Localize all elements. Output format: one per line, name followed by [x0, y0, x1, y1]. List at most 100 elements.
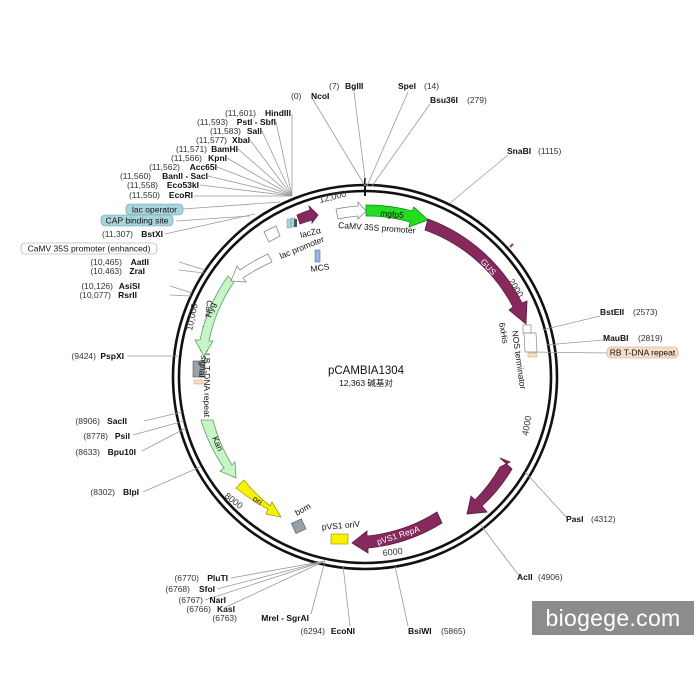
site-sali: SalI: [247, 126, 262, 136]
site-pos: (6770): [174, 573, 199, 583]
site-econi: EcoNI: [331, 626, 355, 636]
lb-label: LB T-DNA repeat: [202, 353, 212, 418]
mgfp5-arrow: [365, 204, 429, 228]
site-bglii: BglII: [345, 81, 363, 91]
site-ncoi: NcoI: [311, 91, 329, 101]
site-pos: (8302): [90, 487, 115, 497]
site-pos: (11,307): [102, 229, 133, 239]
site-pos: (8906): [75, 416, 100, 426]
site-acli: AclI: [517, 572, 533, 582]
sites-right: (7) BglII SpeI (14) Bsu36I (279) SnaBI (…: [329, 81, 663, 636]
lac-operator-label: lac operator: [132, 205, 177, 215]
site-asisi: AsiSI: [119, 281, 140, 291]
site-pos: (2573): [633, 307, 658, 317]
site-pasi: PasI: [566, 514, 584, 524]
site-bamhi: BamHI: [211, 144, 238, 154]
site-zrai: ZraI: [129, 266, 145, 276]
pvs1-staa-arrow: [466, 457, 513, 515]
site-bsu36i: Bsu36I: [430, 95, 458, 105]
camv-enhanced-arrow: [230, 253, 273, 283]
site-pos: (10,126): [81, 281, 113, 291]
site-pos: (1115): [538, 146, 561, 156]
site-pos: (14): [424, 81, 439, 91]
site-pos: (11,558): [127, 180, 158, 190]
site-pos: (10,465): [90, 257, 122, 267]
ori-arrow: [235, 479, 282, 518]
site-pos: (2819): [638, 333, 663, 343]
lb-mark: [193, 379, 204, 385]
site-maubi: MauBI: [603, 333, 629, 343]
tick-4000: 4000: [520, 415, 533, 436]
hyg-arrow: [194, 275, 235, 357]
sites-left: (0) NcoI HindIII (11,601) PstI - SbfI (1…: [71, 91, 355, 636]
backbone-outer: [171, 183, 559, 571]
his-label: 6xHis: [497, 322, 511, 345]
tick-6000: 6000: [382, 546, 403, 558]
pvs1-oriv-box: [330, 533, 349, 545]
mcs-box: [314, 249, 321, 263]
cap-site-box: [100, 214, 174, 227]
pvs1-repa-label: pVS1 RepA: [376, 524, 422, 547]
site-pos: (11,601): [225, 108, 256, 118]
camv35s-arrow: [335, 200, 367, 220]
cap-site-label: CAP binding site: [106, 216, 169, 226]
site-blpi: BlpI: [123, 487, 139, 497]
site-pos: (5865): [441, 626, 466, 636]
nos-arrow: [523, 332, 538, 353]
rb-repeat-mark: [527, 352, 538, 358]
site-aatii: AatII: [131, 257, 149, 267]
site-bsteii: BstEII: [600, 307, 624, 317]
camv-enhanced-box: [20, 242, 158, 255]
site-pos: (11,562): [149, 162, 180, 172]
site-pos: (10,463): [90, 266, 122, 276]
site-pos: (11,593): [197, 117, 228, 127]
watermark: biogege.com: [532, 601, 694, 635]
mcs-mark-dark: [294, 219, 297, 227]
site-sfoi: SfoI: [199, 584, 215, 594]
site-pos: (11,550): [129, 190, 160, 200]
site-pos: (8778): [83, 431, 108, 441]
site-kasi: KasI: [217, 604, 235, 614]
polya-box: [192, 360, 206, 378]
site-kpni: KpnI: [208, 153, 227, 163]
site-bsiwi: BsiWI: [408, 626, 432, 636]
site-banii-saci: BanII - SacI: [162, 171, 208, 181]
boxed-labels: lac operator CAP binding site CaMV 35S p…: [20, 203, 679, 359]
site-pos: (6766): [186, 604, 211, 614]
site-pos: (6767): [178, 595, 203, 605]
plasmid-name: pCAMBIA1304: [328, 365, 405, 377]
site-snabi: SnaBI: [507, 146, 531, 156]
camv-enhanced-label: CaMV 35S promoter (enhanced): [28, 244, 151, 254]
site-pspxi: PspXI: [100, 351, 124, 361]
site-bstxi: BstXI: [141, 229, 163, 239]
site-rsrii: RsrII: [118, 290, 137, 300]
bom-label: bom: [293, 501, 312, 518]
site-ecori: EcoRI: [169, 190, 193, 200]
site-psii: PsiI: [115, 431, 130, 441]
site-pluti: PluTI: [207, 573, 228, 583]
site-nari: NarI: [209, 595, 226, 605]
pvs1-repa-arrow: [351, 511, 443, 554]
bom-box: [290, 518, 307, 534]
plasmid-size: 12,363 碱基对: [339, 378, 393, 388]
site-pos: (11,583): [210, 126, 241, 136]
site-hindiii: HindIII: [265, 108, 291, 118]
hyg-label: Hyg: [203, 301, 217, 319]
site-pos: (8633): [75, 447, 100, 457]
site-pos: (6763): [212, 613, 237, 623]
lac-promoter-arrow: [263, 225, 281, 243]
site-spei: SpeI: [398, 81, 416, 91]
rb-repeat-label: RB T-DNA repeat: [610, 348, 676, 358]
gus-arrow: [424, 218, 528, 325]
site-xbai: XbaI: [232, 135, 250, 145]
site-pos: (11,571): [176, 144, 207, 154]
lacza-label: lacZα: [299, 225, 322, 240]
site-eco53ki: Eco53kI: [167, 180, 199, 190]
site-pos: (0): [291, 91, 302, 101]
site-pos: (11,577): [196, 135, 227, 145]
rb-repeat-box: [606, 346, 679, 359]
leader-lines: [127, 91, 609, 627]
camv35s-label: CaMV 35S promoter: [338, 220, 416, 235]
his-box: [522, 324, 532, 334]
site-pos: (6768): [165, 584, 190, 594]
